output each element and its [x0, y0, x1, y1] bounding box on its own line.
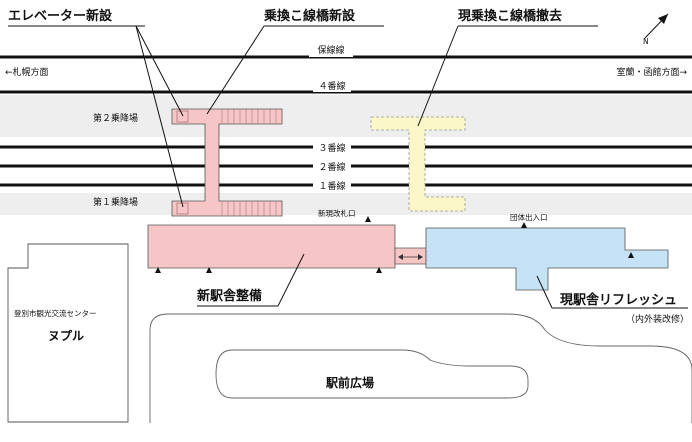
label-line-hosen: 保線線 [317, 44, 344, 56]
label-new-station-building: 新駅舎整備 [197, 288, 262, 304]
label-bridge-new: 乗換こ線橋新設 [263, 8, 356, 24]
connector-corridor [394, 247, 427, 265]
label-refresh-note: （内外装改修） [626, 313, 689, 325]
label-platform-1: 第１乗降場 [93, 196, 138, 208]
label-platform-2: 第２乗降場 [93, 112, 138, 124]
label-bridge-removal: 現乗換こ線橋撤去 [458, 8, 562, 24]
elevator-top [176, 110, 189, 123]
current-station-building [425, 227, 669, 291]
station-square-outline [149, 313, 692, 423]
elevator-bottom [176, 202, 189, 215]
svg-text:N: N [643, 37, 649, 46]
label-line-2: ２番線 [318, 161, 345, 173]
label-nupuru: ヌプル [48, 328, 84, 343]
label-group-entrance: 団体出入口 [510, 212, 548, 222]
label-line-3: ３番線 [318, 142, 345, 154]
label-elevator-new: エレベーター新設 [8, 8, 113, 24]
label-current-station-refresh: 現駅舎リフレッシュ [560, 292, 677, 308]
north-arrow-icon: N [643, 13, 669, 46]
label-line-1: １番線 [318, 180, 345, 192]
new-station-building [147, 224, 396, 269]
removed-transfer-bridge [370, 116, 466, 212]
station-square-island [215, 349, 529, 399]
callout-leaders [135, 25, 459, 208]
direction-sapporo: ←札幌方面 [5, 66, 49, 78]
platform-2-band [0, 95, 692, 137]
label-tourism-center: 登別市観光交流センター [14, 308, 97, 318]
label-line-4: ４番線 [318, 80, 345, 92]
label-new-ticket-gate: 新現改札口 [318, 208, 356, 218]
direction-muroran: 室蘭・函館方面→ [616, 66, 687, 78]
entrance-markers [155, 216, 634, 273]
stair-hatching [221, 109, 277, 216]
tourism-center-outline [7, 243, 129, 423]
label-station-square: 駅前広場 [325, 375, 374, 390]
